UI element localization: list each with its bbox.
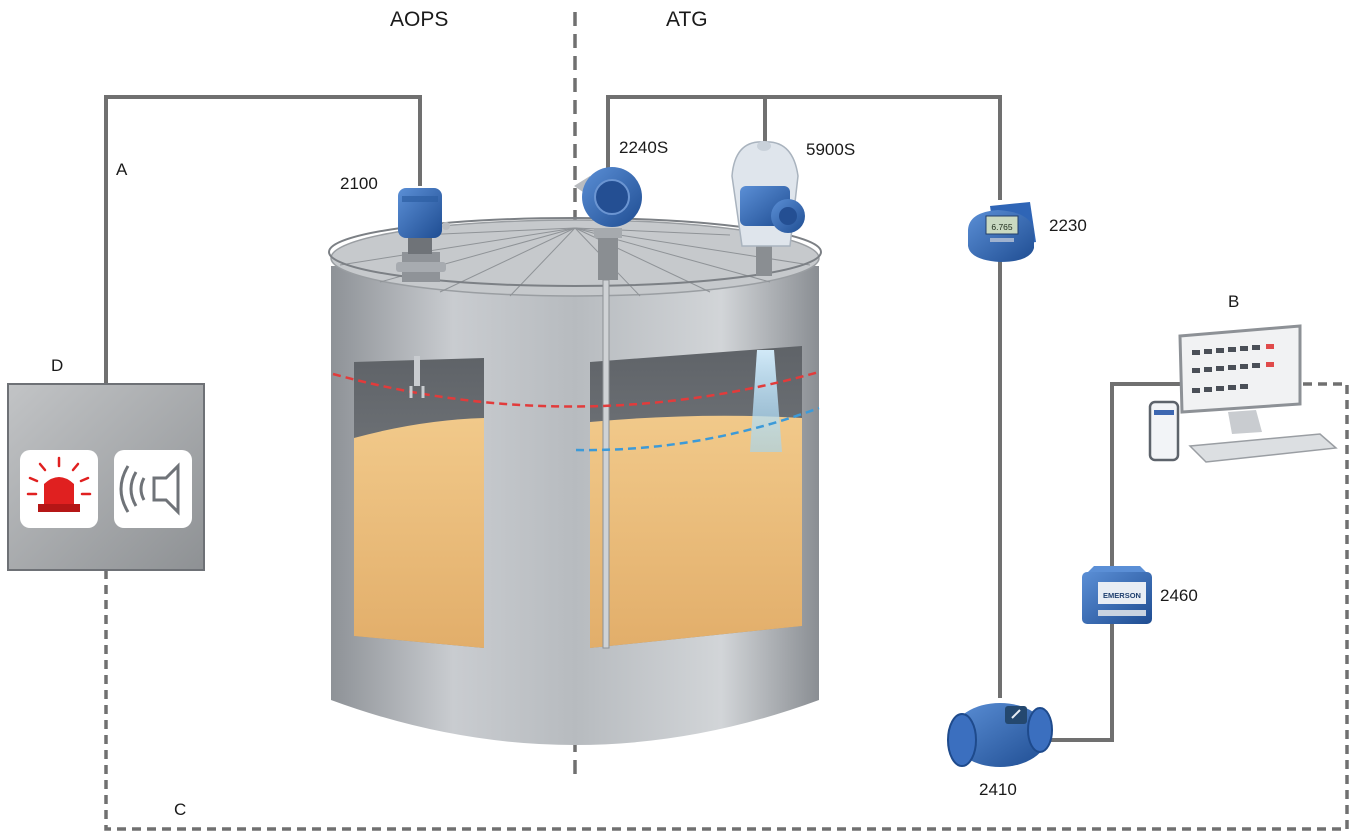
alarm-panel (7, 383, 205, 571)
wiring-c-dashed (104, 382, 1349, 831)
device-2230[interactable]: 6.765 (968, 202, 1036, 262)
label-2240s: 2240S (619, 138, 669, 157)
liquid-right (590, 415, 802, 648)
device-2460[interactable]: EMERSON (1082, 566, 1152, 624)
label-2100: 2100 (340, 174, 378, 193)
speaker-icon (119, 462, 180, 516)
label-2460: 2460 (1160, 586, 1198, 605)
gateway-2460-brand: EMERSON (1103, 591, 1141, 600)
fork-stem (414, 356, 420, 386)
section-label-atg: ATG (666, 8, 708, 31)
device-5900s[interactable] (731, 141, 805, 276)
host-workstation[interactable] (1148, 324, 1338, 463)
storage-tank (328, 217, 822, 745)
fork-tines (409, 386, 425, 398)
tank-railing (328, 217, 822, 287)
wire-atg-bus (606, 95, 1002, 200)
guided-wave-probe (602, 279, 610, 649)
callout-a: A (116, 160, 128, 179)
device-2100[interactable] (396, 188, 450, 282)
keyboard (1188, 433, 1338, 463)
callout-b: B (1228, 292, 1240, 311)
liquid-left (354, 418, 484, 648)
wire-a (104, 95, 422, 384)
label-2230: 2230 (1049, 216, 1087, 235)
label-5900s: 5900S (806, 140, 856, 159)
wiring (104, 95, 1190, 742)
level-line-high (332, 370, 820, 408)
label-2410: 2410 (979, 780, 1017, 799)
display-2230-reading: 6.765 (991, 222, 1013, 232)
mobile-phone (1148, 400, 1180, 462)
wire-2460-b (1110, 382, 1190, 572)
alarm-beacon-icon (26, 456, 92, 512)
callout-c: C (174, 800, 187, 819)
wire-c (104, 382, 1349, 831)
device-2240s[interactable] (574, 167, 642, 280)
device-2410[interactable] (947, 703, 1053, 767)
section-label-aops: AOPS (390, 8, 449, 31)
wire-2410-2460 (1050, 620, 1114, 742)
level-line-product (575, 406, 820, 452)
tank-roof (330, 219, 820, 297)
callout-d: D (51, 356, 64, 375)
